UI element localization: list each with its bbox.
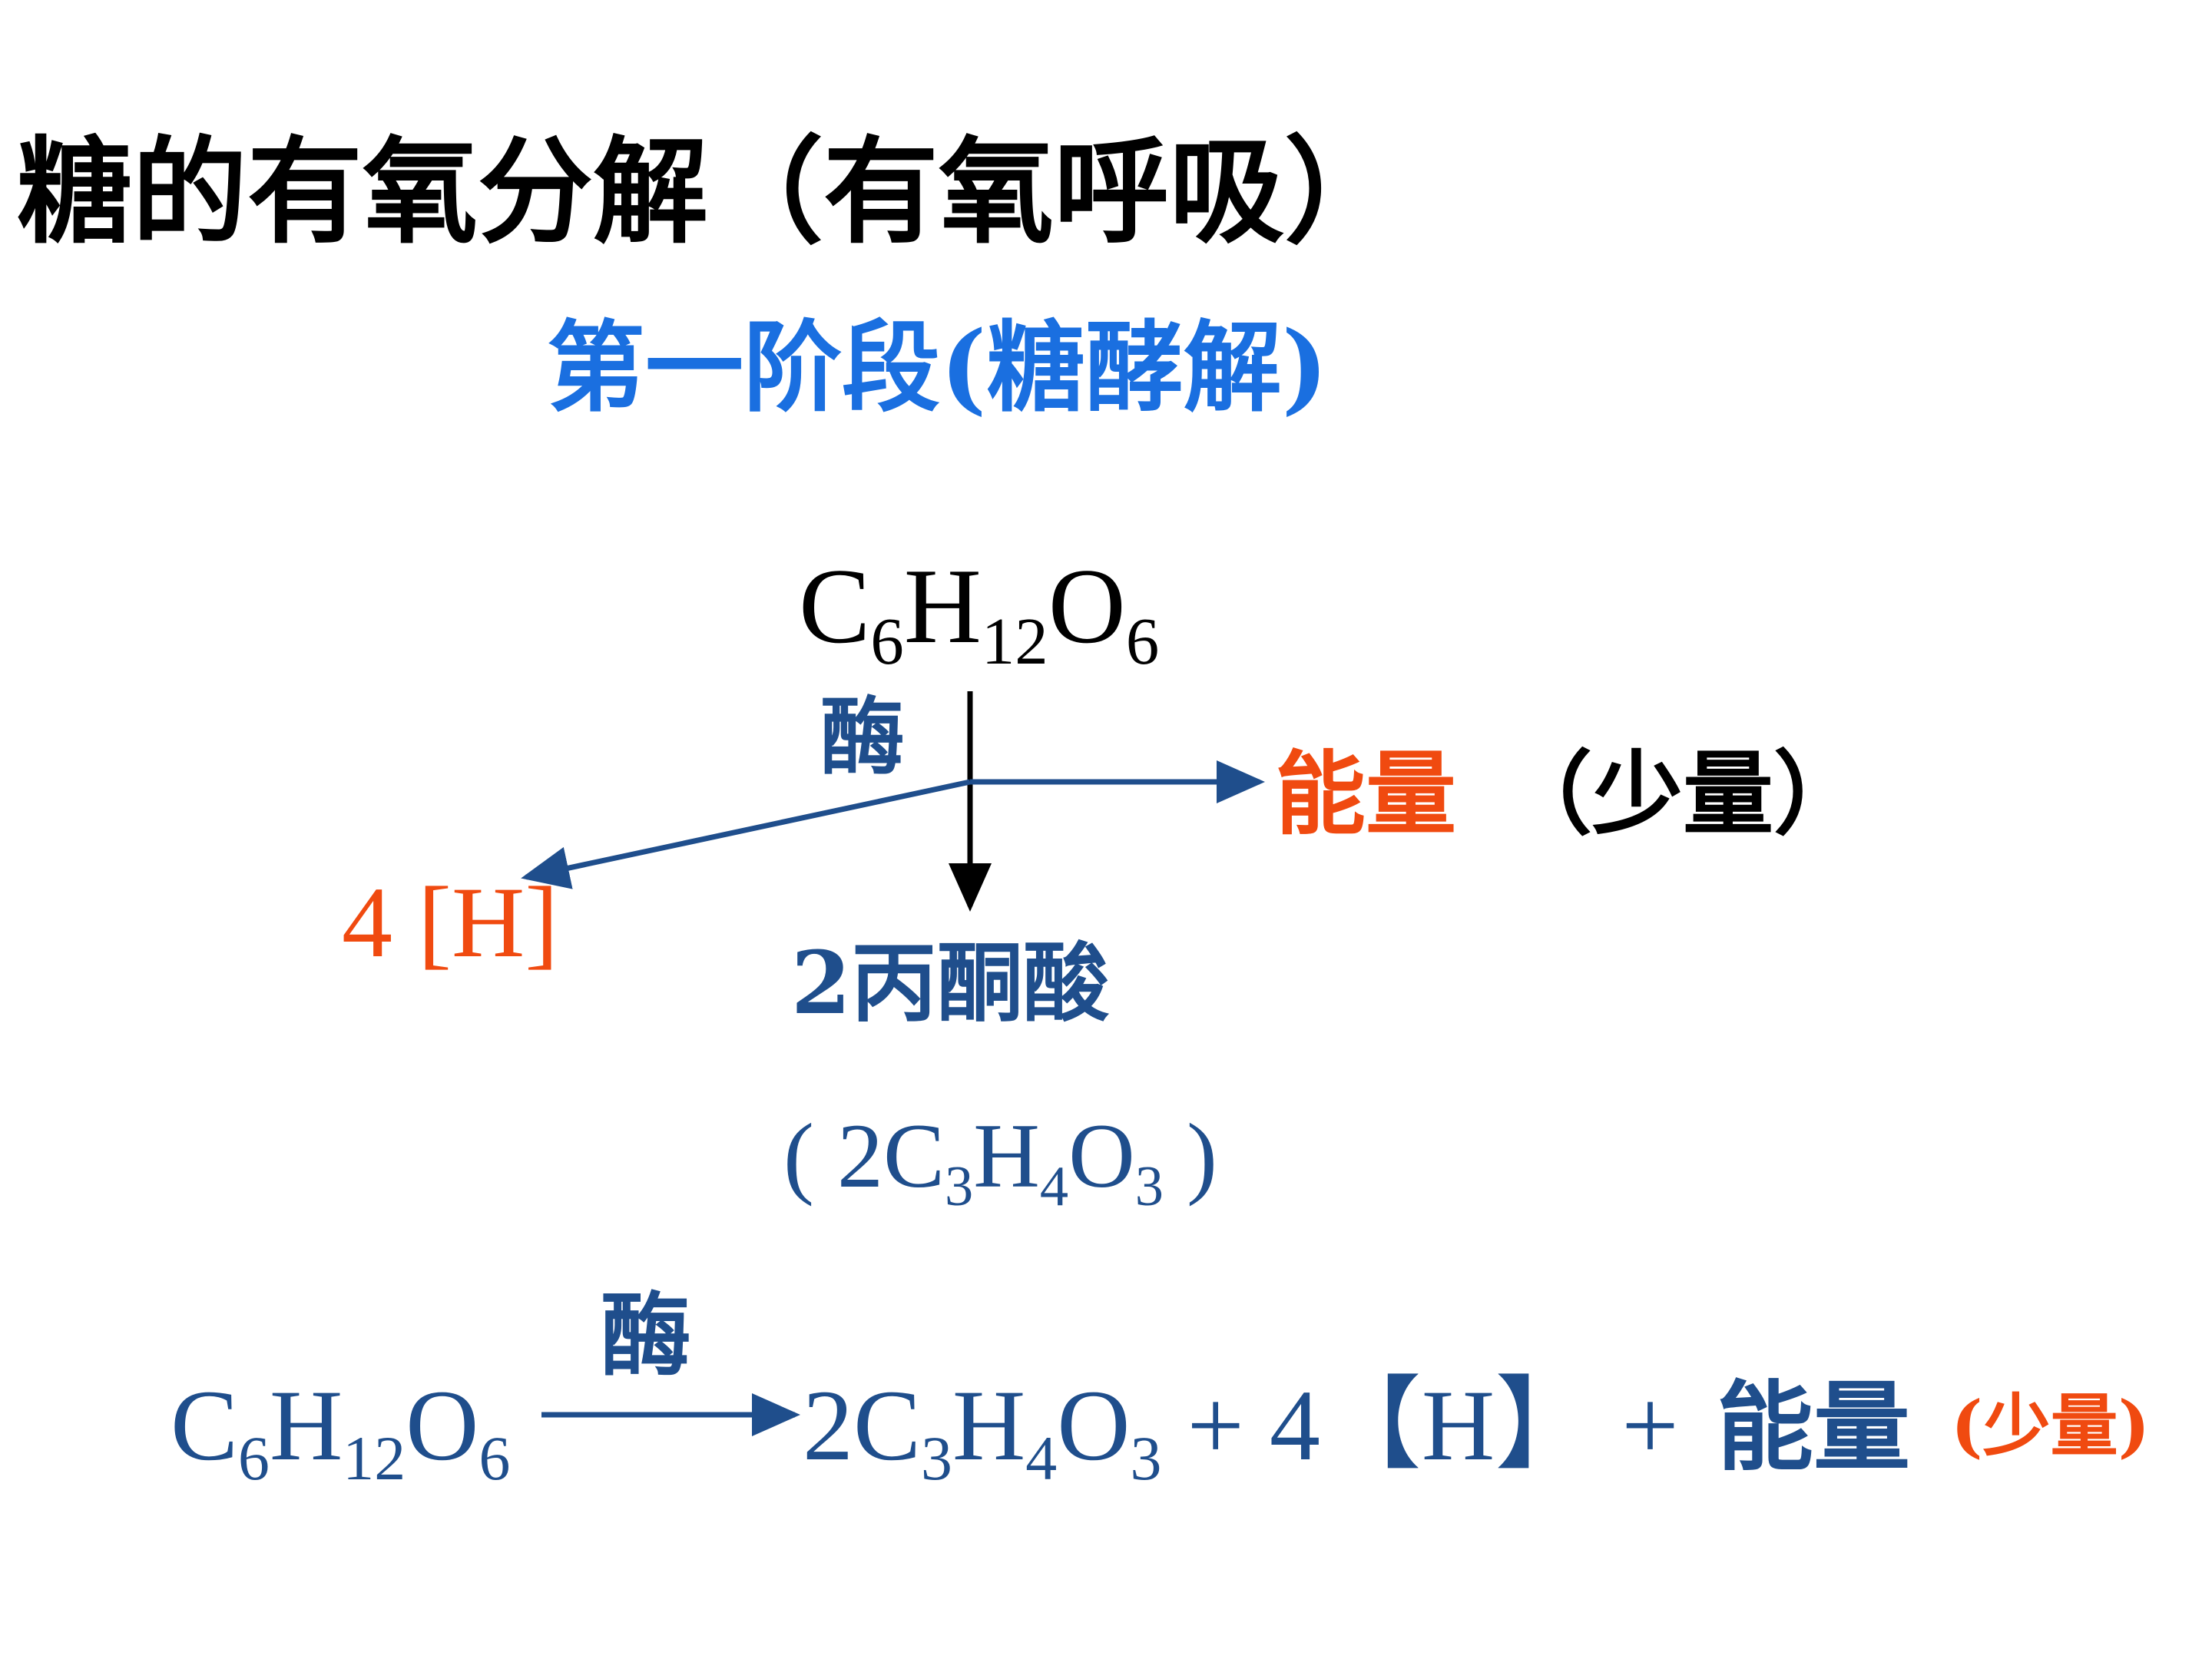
pyruvate-label: 2丙酮酸 xyxy=(791,933,1109,1034)
glucose-formula-top: C6H12O6 xyxy=(799,547,1160,678)
equation-products: 2C3H4O3 + 4【H】 + xyxy=(803,1369,1679,1494)
equation-energy-note: (少量) xyxy=(1951,1386,2151,1465)
hydrogen-product: 4 [H] xyxy=(342,866,559,979)
hydrogen-arrow xyxy=(521,779,971,889)
enzyme-label-top: 酶 xyxy=(820,687,905,786)
pyruvate-formula: ( 2C3H4O3 ) xyxy=(783,1104,1217,1218)
equation-enzyme-label: 酶 xyxy=(601,1282,692,1389)
energy-amount-note: （少量） xyxy=(1502,740,1865,847)
equation-energy: 能量 xyxy=(1717,1370,1910,1484)
stage-subtitle: 第一阶段(糖酵解) xyxy=(547,310,1329,426)
slide-title: 糖的有氧分解（有氧呼吸） xyxy=(17,124,1400,260)
energy-label: 能量 xyxy=(1275,740,1457,847)
equation-reactant: C6H12O6 xyxy=(171,1369,511,1494)
